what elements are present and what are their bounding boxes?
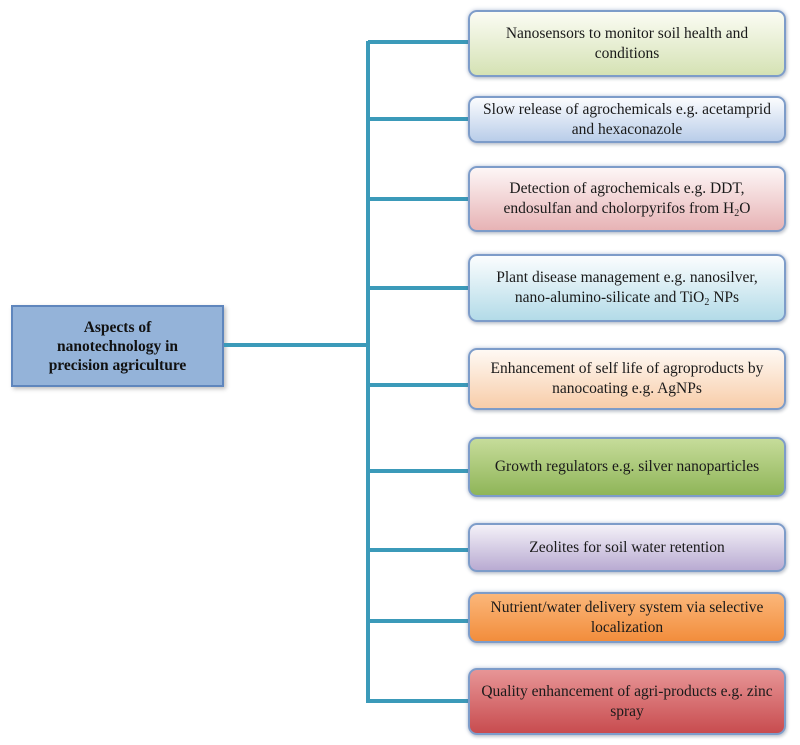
node-text: Plant disease management e.g. nanosilver… [496,269,758,308]
root-node-label: Aspects of nanotechnology in precision a… [49,318,187,375]
root-label-line-2: nanotechnology in [56,337,178,355]
branch-connector-1 [368,40,470,44]
node-slow-release: Slow release of agrochemicals e.g. aceta… [468,96,786,143]
branch-connector-4 [368,286,470,290]
branch-connector-7 [368,548,470,552]
node-text: Enhancement of self life of agroproducts… [490,360,764,397]
node-text: Quality enhancement of agri-products e.g… [481,682,773,720]
branch-connector-2 [368,117,470,121]
node-nutrient-water-delivery: Nutrient/water delivery system via selec… [468,592,786,643]
node-zeolites: Zeolites for soil water retention [468,523,786,572]
node-quality-enhancement: Quality enhancement of agri-products e.g… [468,668,786,735]
node-growth-regulators: Growth regulators e.g. silver nanopartic… [468,437,786,497]
node-text: Zeolites for soil water retention [529,538,725,556]
root-label-line-3: precision agriculture [48,356,187,374]
node-text: Nutrient/water delivery system via selec… [490,598,764,636]
branch-connector-8 [368,619,470,623]
root-connector [224,343,368,347]
root-node-aspects-of-nanotechnology: Aspects of nanotechnology in precision a… [11,305,224,387]
node-text: Slow release of agrochemicals e.g. aceta… [483,100,771,138]
node-text: Nanosensors to monitor soil health and c… [505,24,749,62]
node-text: Detection of agrochemicals e.g. DDT, end… [503,180,751,219]
root-label-line-1: Aspects of [83,318,152,336]
vertical-trunk-connector [366,41,370,703]
branch-connector-6 [368,469,470,473]
node-nanosensors: Nanosensors to monitor soil health and c… [468,10,786,77]
node-text: Growth regulators e.g. silver nanopartic… [494,458,760,475]
branch-connector-5 [368,383,470,387]
node-detection-of-agrochemicals: Detection of agrochemicals e.g. DDT, end… [468,166,786,232]
branch-connector-9 [368,699,470,703]
node-shelf-life-enhancement: Enhancement of self life of agroproducts… [468,348,786,410]
branch-connector-3 [368,197,470,201]
node-plant-disease-management: Plant disease management e.g. nanosilver… [468,254,786,322]
